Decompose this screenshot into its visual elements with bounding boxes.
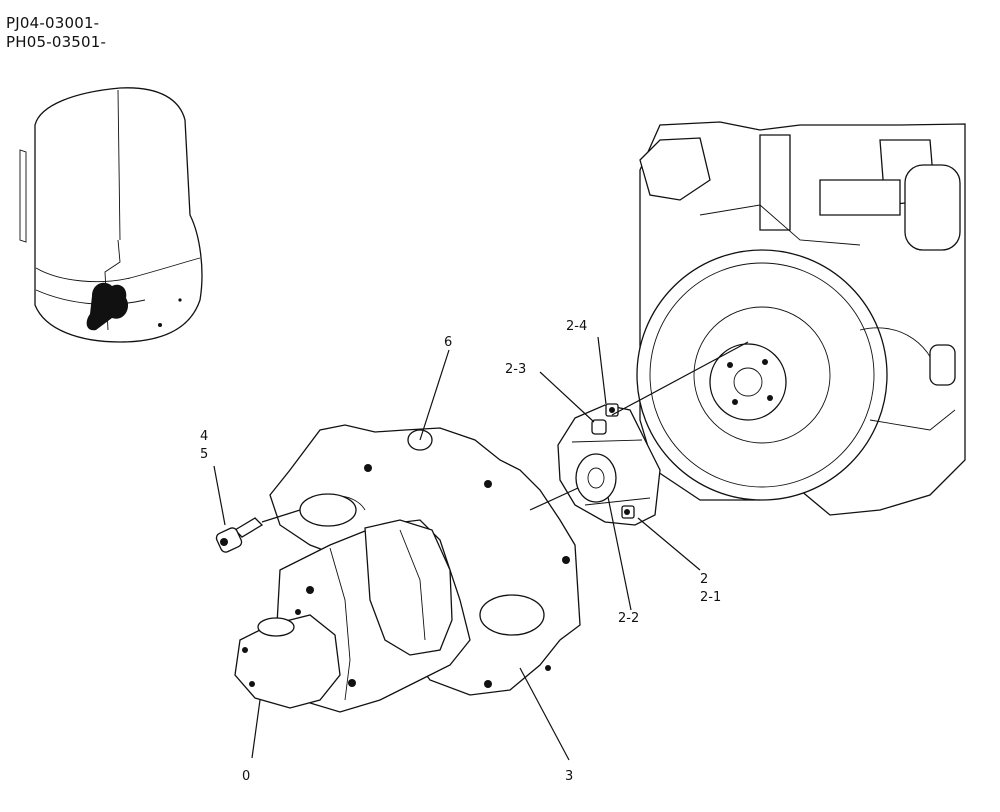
- pump-housing-and-pump: [234, 424, 581, 713]
- callout-2-4: 2-4: [566, 319, 587, 334]
- bolt: [215, 517, 264, 553]
- coupling-assembly: [557, 403, 661, 526]
- callout-3: 3: [565, 769, 573, 784]
- serial-range-1: PJ04-03001-: [6, 14, 100, 32]
- callout-2-2: 2-2: [618, 611, 639, 626]
- callout-5: 5: [200, 447, 208, 462]
- callout-0: 0: [242, 769, 250, 784]
- serial-range-2: PH05-03501-: [6, 33, 107, 51]
- machine-location-thumbnail: [19, 87, 203, 343]
- callout-2-3: 2-3: [505, 362, 526, 377]
- callout-6: 6: [444, 335, 452, 350]
- engine-flywheel-assembly: [636, 121, 966, 516]
- callout-2: 2: [700, 572, 708, 587]
- callout-2-1: 2-1: [700, 590, 721, 605]
- leader-lines: [213, 336, 701, 761]
- alignment-lines: [261, 341, 749, 523]
- callout-4: 4: [200, 429, 208, 444]
